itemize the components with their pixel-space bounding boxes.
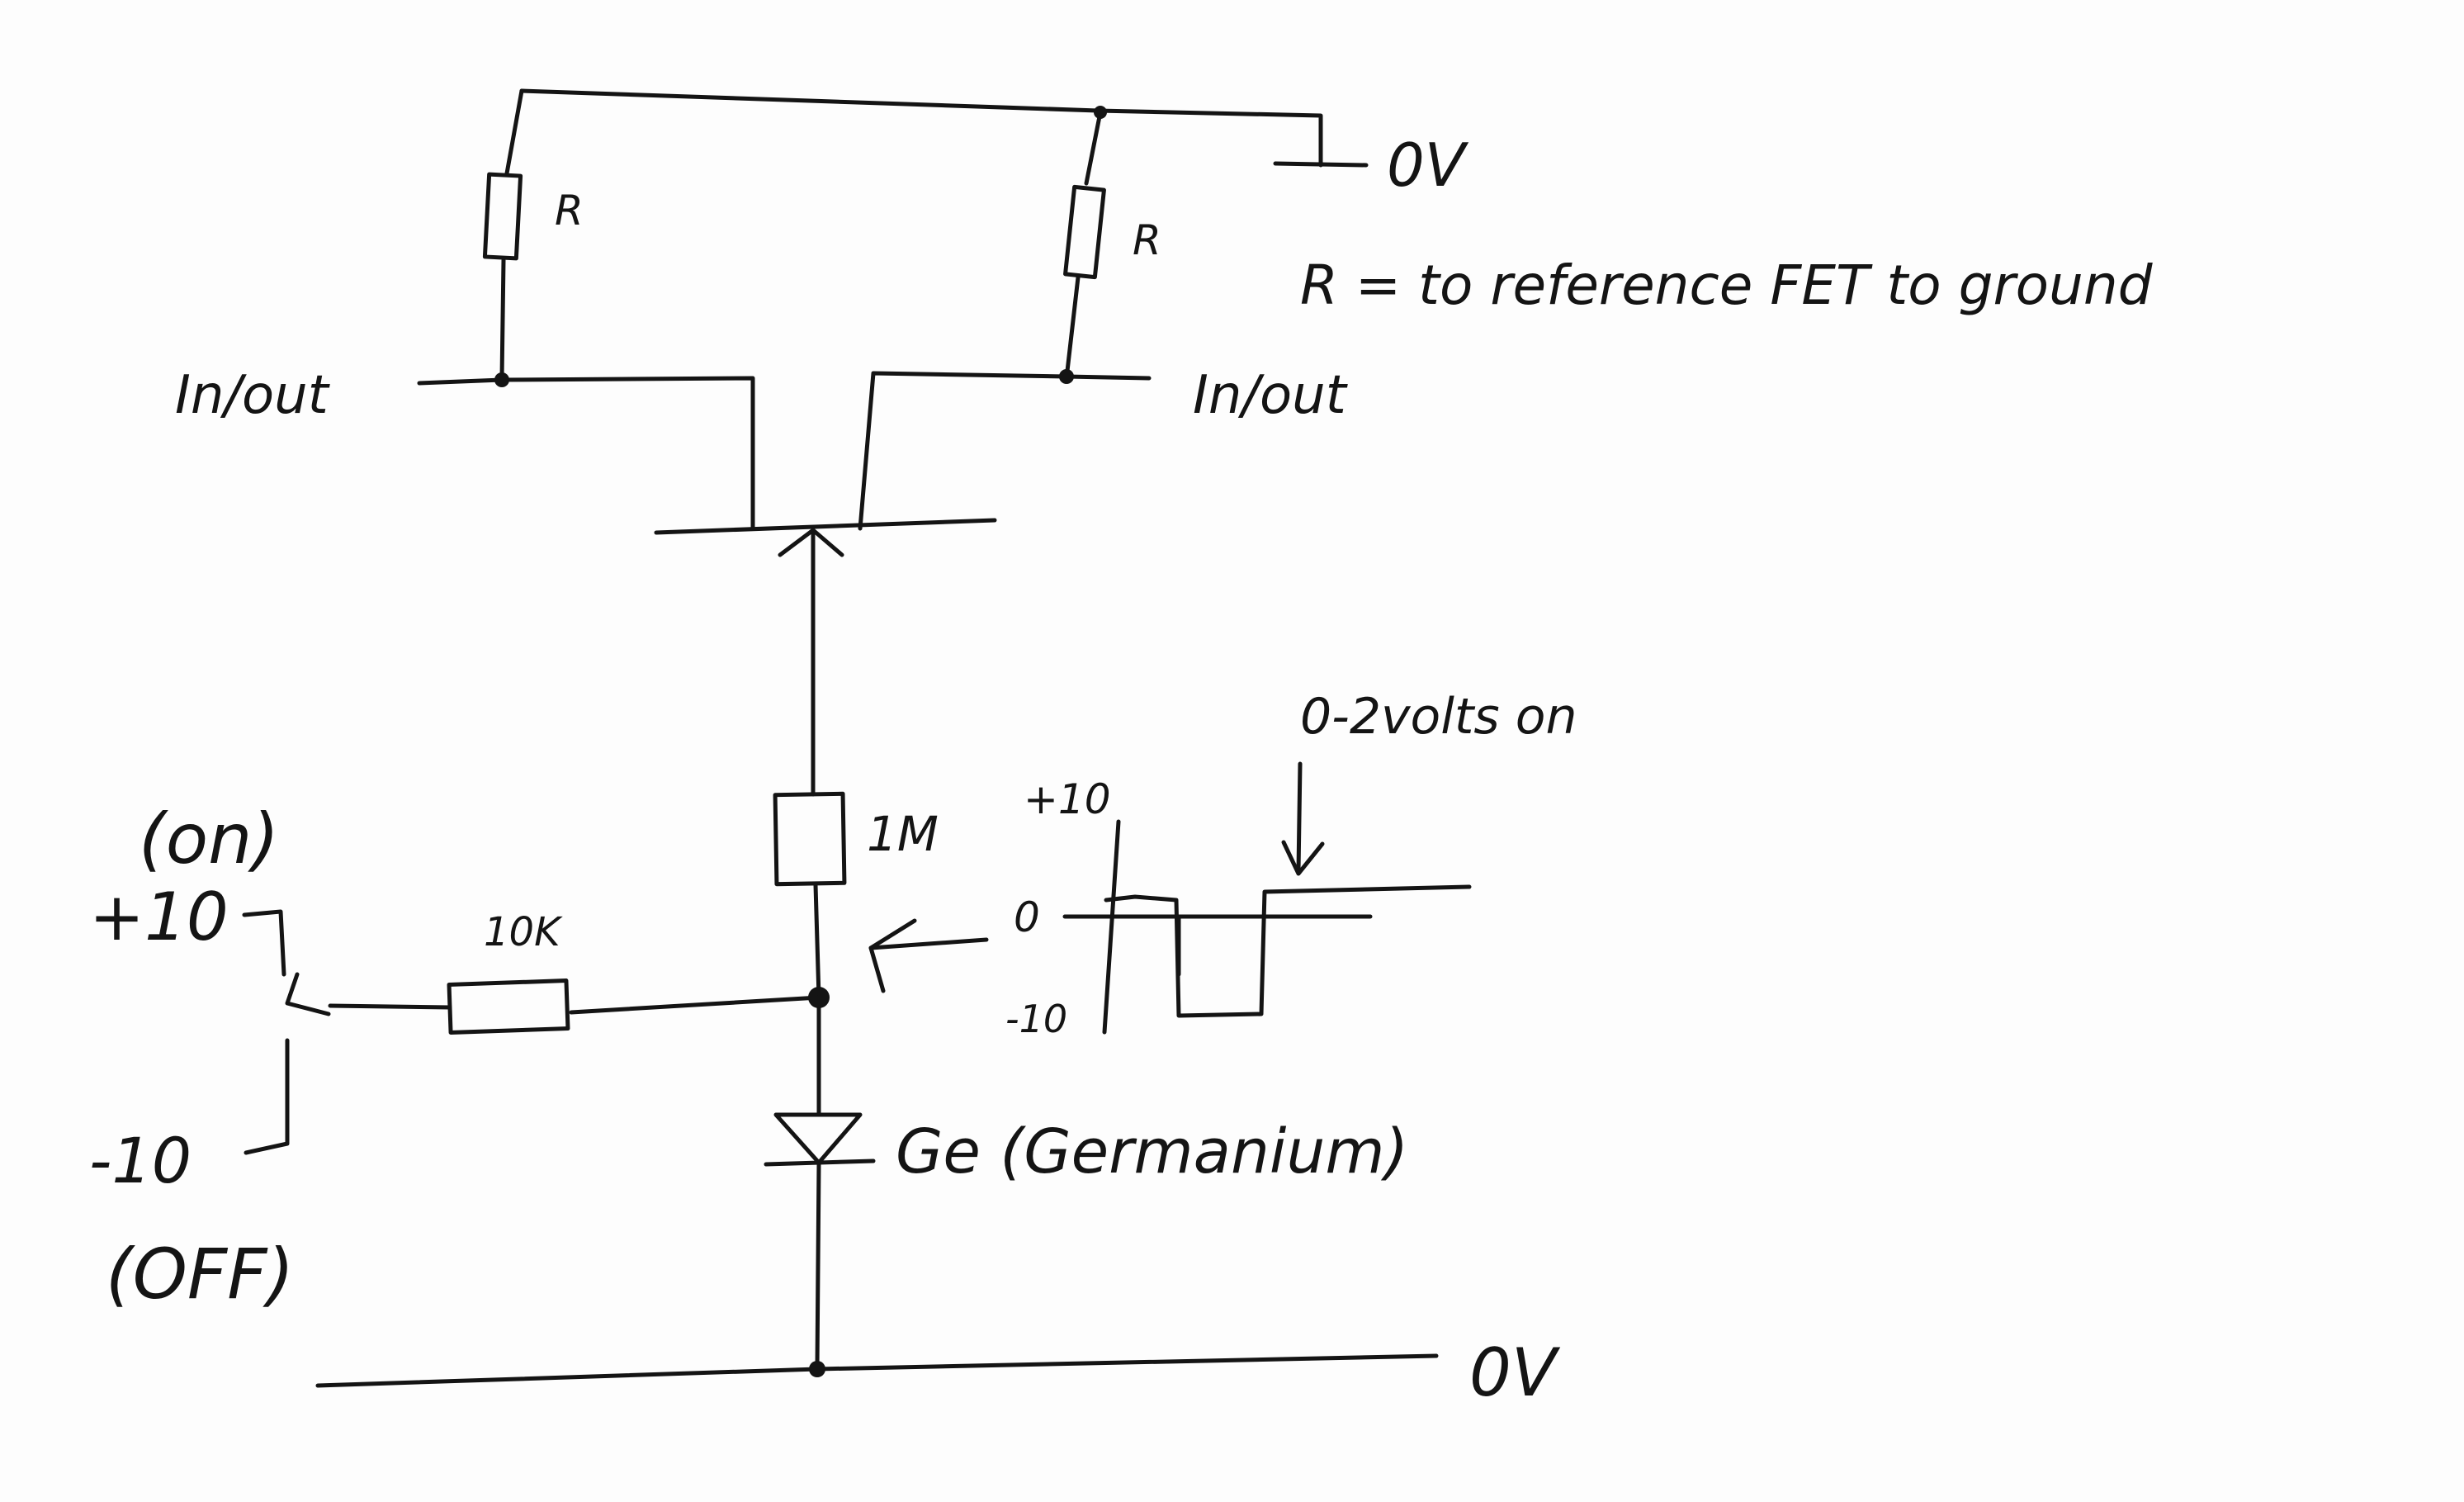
- wave-note-arrow: [1296, 761, 1303, 874]
- right-r-wire-top: [1084, 110, 1103, 186]
- switch-on-contact: [242, 909, 286, 977]
- switch-on-state-label: (on): [139, 798, 279, 879]
- wave-note-arrow-head: [1281, 840, 1325, 876]
- switch-arrow: [285, 972, 331, 1016]
- diode-bottom-wire: [815, 1162, 821, 1369]
- left-resistor-label: R: [555, 187, 584, 235]
- wave-note-label: 0-2volts on: [1300, 688, 1577, 746]
- fet-channel: [654, 518, 997, 535]
- left-in-out-label: In/out: [175, 365, 331, 426]
- diode-triangle: [773, 1112, 863, 1165]
- right-r-wire-bottom: [1064, 275, 1081, 381]
- control-arrow-head: [868, 918, 917, 993]
- left-r-wire-bottom: [499, 258, 506, 381]
- right-in-out-wire: [858, 371, 1152, 531]
- bottom-rail-wire: [315, 1353, 1439, 1388]
- right-in-out-label: In/out: [1193, 365, 1349, 426]
- top-rail-wire: [519, 88, 1323, 168]
- bottom-ground-label: 0V: [1469, 1334, 1561, 1411]
- waveform-trace: [1104, 884, 1472, 1018]
- wave-zero-label: 0: [1014, 893, 1040, 941]
- left-r-wire-top: [504, 88, 524, 176]
- wave-minus-label: -10: [1005, 997, 1067, 1041]
- right-resistor: [1063, 184, 1106, 280]
- left-resistor: [482, 172, 523, 261]
- right-resistor-label: R: [1133, 216, 1161, 264]
- wave-plus-label: +10: [1024, 775, 1111, 823]
- left-in-out-node: [494, 372, 509, 387]
- lower-main-wire: [813, 883, 821, 1000]
- reference-note: R = to reference FET to ground: [1300, 253, 2154, 317]
- switch-off-volts-label: -10: [89, 1124, 192, 1197]
- resistor-1m-label: 1M: [867, 806, 939, 862]
- ten-k-right-wire: [569, 995, 821, 1015]
- top-ground-bar: [1273, 161, 1369, 168]
- switch-off-contact: [244, 1038, 290, 1155]
- switch-on-volts-label: +10: [89, 879, 229, 955]
- control-arrow: [868, 937, 989, 950]
- switch-off-state-label: (OFF): [106, 1234, 294, 1315]
- ten-k-left-wire: [328, 1003, 452, 1010]
- left-in-out-wire: [417, 376, 755, 531]
- resistor-10k: [447, 978, 570, 1035]
- resistor-10k-label: 10K: [484, 909, 563, 955]
- wave-vertical-axis: [1102, 819, 1121, 1035]
- diode-label: Ge (Germanium): [896, 1116, 1408, 1187]
- right-in-out-node: [1059, 369, 1074, 384]
- resistor-1m: [773, 791, 847, 887]
- bottom-rail-node: [809, 1361, 825, 1377]
- top-ground-label: 0V: [1387, 130, 1469, 200]
